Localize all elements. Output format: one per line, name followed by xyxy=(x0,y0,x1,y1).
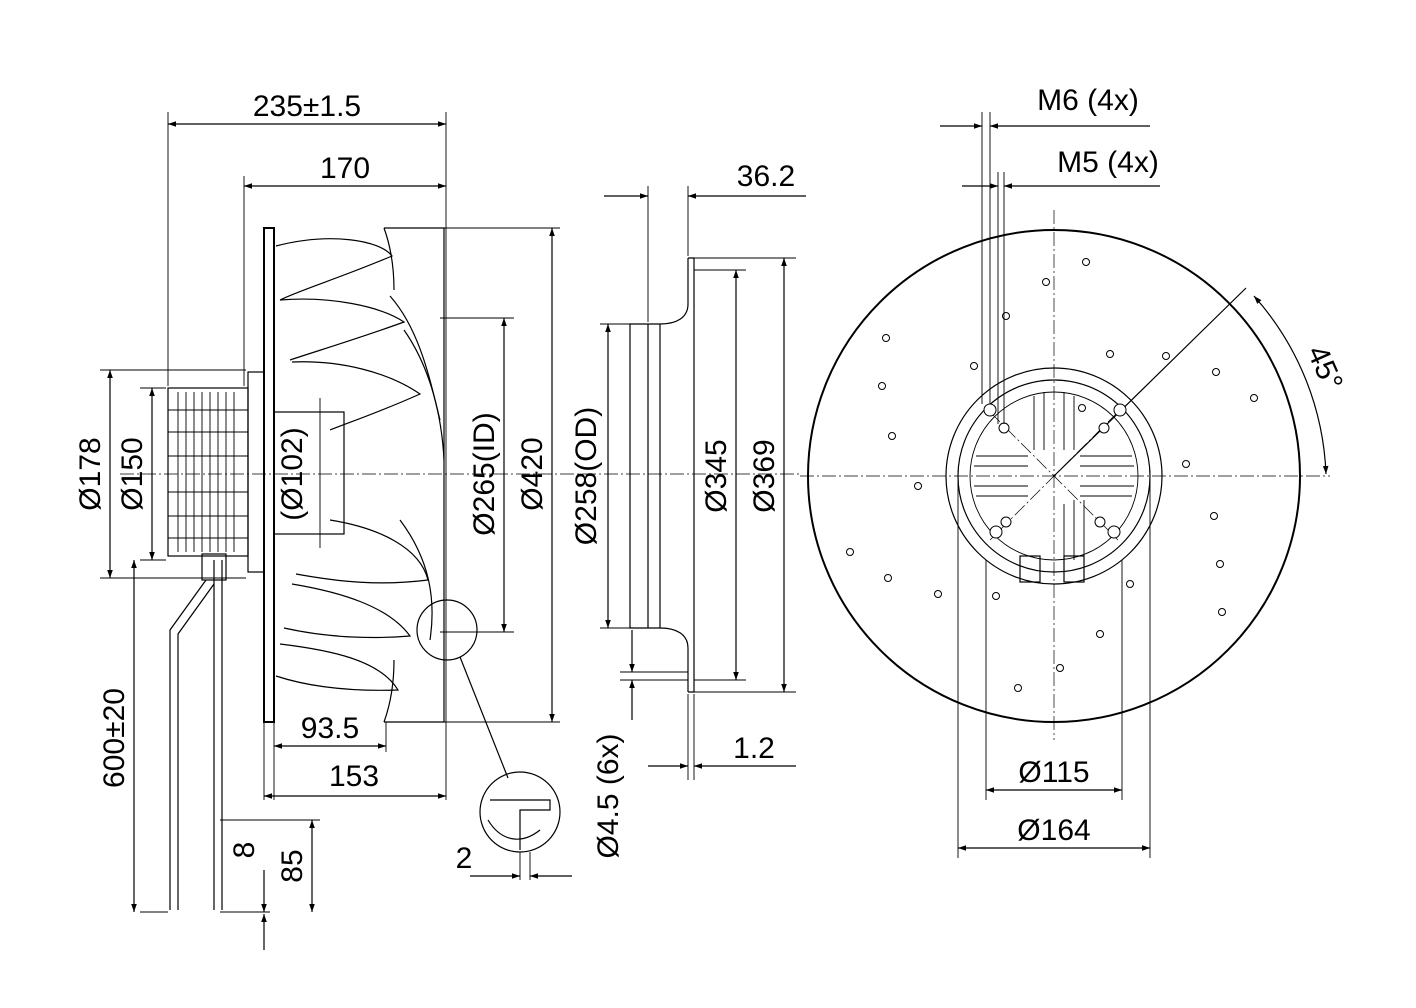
dim-hole-4-5: Ø4.5 (6x) xyxy=(592,733,625,858)
dim-dia-420: Ø420 xyxy=(516,437,549,510)
ring-dimension-lines xyxy=(604,193,806,769)
dim-cable-85: 85 xyxy=(276,849,309,882)
dim-cable-8: 8 xyxy=(228,842,261,859)
hub-shaft xyxy=(273,411,345,535)
thread-extension-lines xyxy=(957,112,1151,858)
cables xyxy=(169,553,227,910)
dim-hub-93-5: 93.5 xyxy=(301,712,359,745)
motor-housing xyxy=(167,387,249,557)
inlet-ring-profile xyxy=(629,257,695,693)
side-view: 235±1.5 170 Ø178 Ø150 (Ø102) Ø265(ID) Ø4… xyxy=(74,90,800,950)
dim-dia-265-id: Ø265(ID) xyxy=(468,412,501,535)
dim-blade-depth: 170 xyxy=(320,152,370,185)
front-dimension-lines xyxy=(940,123,1329,851)
dim-thread-m5: M5 (4x) xyxy=(1057,146,1159,179)
dim-overall-length: 235±1.5 xyxy=(253,90,361,123)
detail-marker-circle xyxy=(416,599,478,661)
dim-dia-345: Ø345 xyxy=(700,439,733,512)
dim-cable-600: 600±20 xyxy=(98,688,131,788)
inlet-ring-view: 36.2 Ø258(OD) Ø345 Ø369 Ø4.5 (6x) 1.2 xyxy=(570,160,806,859)
detail-leader xyxy=(459,656,509,779)
angle-arc xyxy=(1253,295,1329,475)
cable-glands xyxy=(1019,555,1085,583)
backplate xyxy=(263,227,275,723)
dim-dia-150: Ø150 xyxy=(116,437,149,510)
dim-dia-178: Ø178 xyxy=(74,437,107,510)
dim-dia-102: (Ø102) xyxy=(276,427,309,520)
dim-detail-2: 2 xyxy=(456,842,473,875)
angle-reference-line xyxy=(1053,287,1247,477)
dim-thread-m6: M6 (4x) xyxy=(1037,84,1139,117)
dim-ring-1-2: 1.2 xyxy=(733,732,775,765)
mounting-bolts xyxy=(983,403,1127,539)
motor-cooling-fins xyxy=(974,392,1134,562)
motor-fins xyxy=(168,392,248,552)
dim-dia-258-od: Ø258(OD) xyxy=(570,407,603,545)
dimension-lines xyxy=(107,121,572,950)
dim-dia-369: Ø369 xyxy=(748,439,781,512)
dim-base-153: 153 xyxy=(329,760,379,793)
dim-dia-115: Ø115 xyxy=(1018,756,1089,789)
disc-rivets xyxy=(846,258,1258,692)
front-view: M6 (4x) M5 (4x) 45° Ø115 Ø164 xyxy=(800,84,1349,858)
dim-angle-45: 45° xyxy=(1300,341,1349,396)
dim-dia-164: Ø164 xyxy=(1017,814,1090,847)
motor-flange xyxy=(247,371,265,573)
dim-ring-36-2: 36.2 xyxy=(737,160,795,193)
extension-lines xyxy=(100,112,560,913)
detail-seal xyxy=(487,819,541,840)
